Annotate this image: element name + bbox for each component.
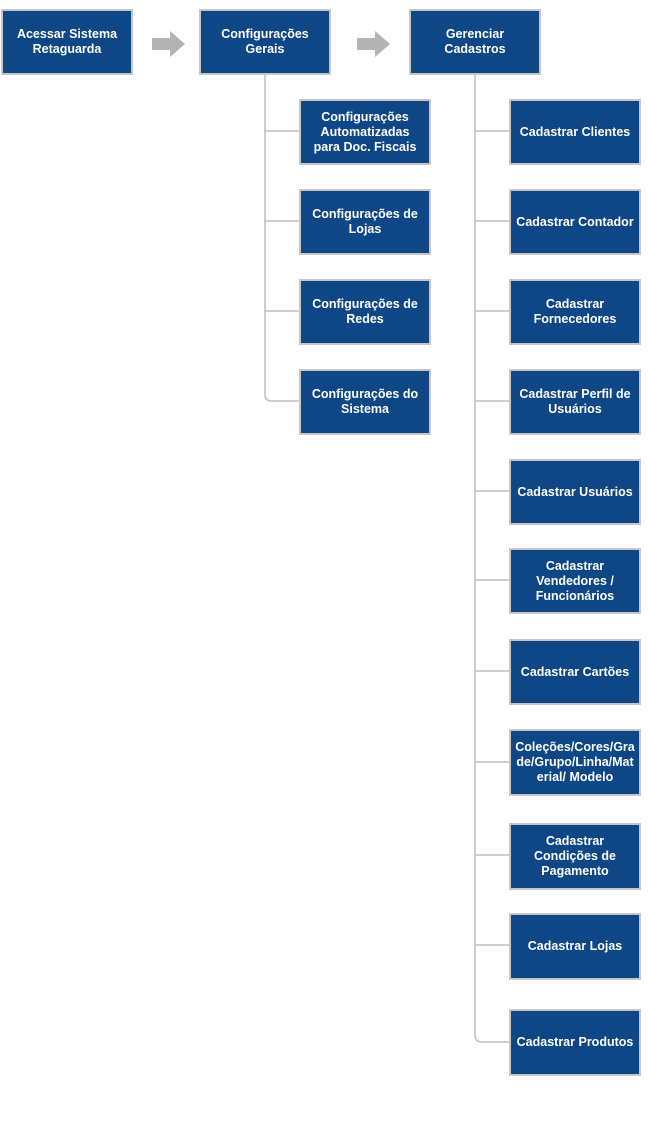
node-label: Cadastrar Condições de Pagamento bbox=[534, 834, 616, 878]
node-label: Cadastrar Produtos bbox=[516, 1035, 634, 1049]
node-cadastrar-perfil-usuarios[interactable]: Cadastrar Perfil de Usuários bbox=[509, 369, 641, 435]
node-config-lojas[interactable]: Configurações de Lojas bbox=[299, 189, 431, 255]
node-config-doc-fiscais[interactable]: Configurações Automatizadas para Doc. Fi… bbox=[299, 99, 431, 165]
node-cadastrar-condicoes-pagamento[interactable]: Cadastrar Condições de Pagamento bbox=[509, 823, 641, 890]
cadastros-tree-trunk bbox=[474, 75, 510, 1043]
node-config-redes[interactable]: Configurações de Redes bbox=[299, 279, 431, 345]
node-label: Cadastrar Usuários bbox=[517, 484, 633, 499]
arrow-start-to-config bbox=[152, 31, 185, 57]
node-cadastrar-cartoes[interactable]: Cadastrar Cartões bbox=[509, 639, 641, 705]
node-label: Cadastrar Vendedores / Funcionários bbox=[535, 558, 615, 603]
node-cadastrar-contador[interactable]: Cadastrar Contador bbox=[509, 189, 641, 255]
node-cadastrar-produtos[interactable]: Cadastrar Produtos bbox=[509, 1009, 641, 1076]
node-cadastrar-clientes[interactable]: Cadastrar Clientes bbox=[509, 99, 641, 165]
node-label: Coleções/Cores/Grade/Grupo/Linha/Materia… bbox=[515, 740, 635, 784]
node-label: Cadastrar Perfil de Usuários bbox=[519, 387, 631, 416]
node-acessar-sistema-retaguarda[interactable]: Acessar Sistema Retaguarda bbox=[1, 9, 133, 75]
node-label: Cadastrar Cartões bbox=[520, 664, 630, 679]
node-cadastrar-usuarios[interactable]: Cadastrar Usuários bbox=[509, 459, 641, 525]
node-label: Configurações Gerais bbox=[221, 27, 309, 56]
node-cadastrar-vendedores[interactable]: Cadastrar Vendedores / Funcionários bbox=[509, 548, 641, 614]
node-label: Cadastrar Contador bbox=[516, 214, 634, 229]
node-configuracoes-gerais[interactable]: Configurações Gerais bbox=[199, 9, 331, 75]
node-config-sistema[interactable]: Configurações do Sistema bbox=[299, 369, 431, 435]
node-colecoes-cores-grade[interactable]: Coleções/Cores/Grade/Grupo/Linha/Materia… bbox=[509, 729, 641, 796]
node-gerenciar-cadastros[interactable]: Gerenciar Cadastros bbox=[409, 9, 541, 75]
node-label: Cadastrar Fornecedores bbox=[533, 297, 617, 326]
config-tree-trunk bbox=[264, 75, 300, 402]
node-label: Acessar Sistema Retaguarda bbox=[16, 27, 118, 56]
node-label: Configurações do Sistema bbox=[311, 387, 419, 416]
node-label: Configurações de Lojas bbox=[312, 207, 418, 236]
arrow-config-to-cadastros bbox=[357, 31, 390, 57]
node-label: Gerenciar Cadastros bbox=[444, 27, 506, 56]
node-label: Cadastrar Clientes bbox=[519, 124, 631, 139]
node-label: Configurações Automatizadas para Doc. Fi… bbox=[313, 109, 417, 154]
node-label: Configurações de Redes bbox=[312, 297, 418, 326]
node-cadastrar-lojas[interactable]: Cadastrar Lojas bbox=[509, 913, 641, 980]
node-label: Cadastrar Lojas bbox=[527, 939, 623, 953]
node-cadastrar-fornecedores[interactable]: Cadastrar Fornecedores bbox=[509, 279, 641, 345]
